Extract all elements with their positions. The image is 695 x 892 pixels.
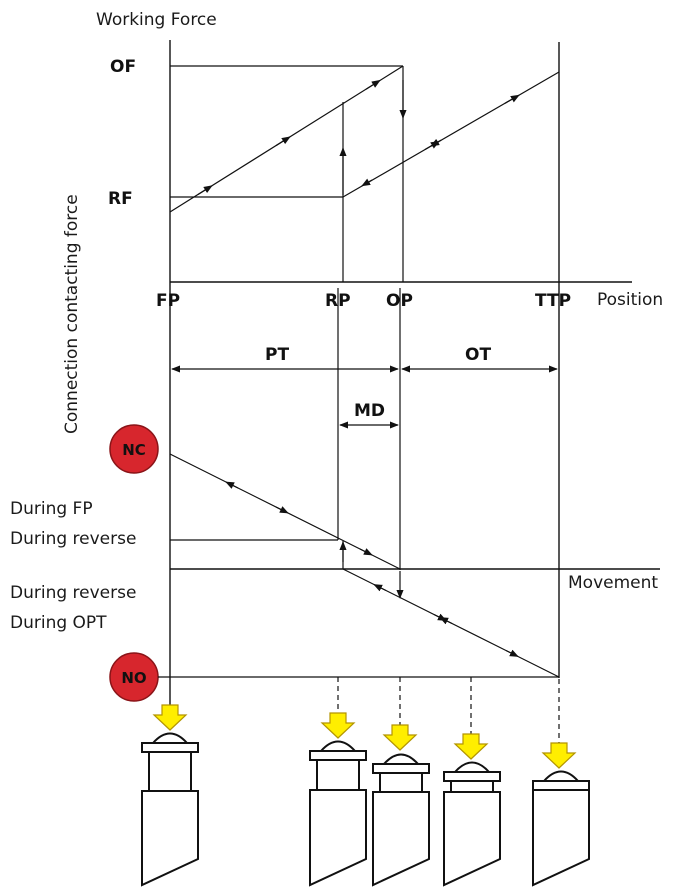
push-arrows [152, 704, 577, 769]
travel-dimensions: PT OT MD [171, 288, 558, 570]
of-label: OF [110, 57, 136, 77]
switch-plunger-rp [309, 740, 367, 887]
no-arrow-1 [373, 583, 387, 592]
nc-arrow-2 [275, 506, 289, 514]
push-arrow-icon [453, 733, 489, 760]
curve-arrow-2 [275, 136, 291, 147]
during-fp-label: During FP [10, 499, 93, 519]
no-label: NO [121, 669, 146, 687]
y-axis-label: Connection contacting force [62, 194, 82, 434]
overtravel-curve [342, 71, 560, 198]
switch-plunger-op [372, 753, 430, 887]
switch-plunger-ttp [532, 770, 590, 887]
working-force-label: Working Force [96, 10, 217, 30]
no-arrow-4 [505, 649, 519, 658]
push-arrow-icon [152, 704, 188, 731]
nc-circle [109, 424, 159, 474]
overtravel-arrow-1 [361, 178, 373, 187]
fp-label: FP [156, 291, 180, 311]
push-arrow-icon [320, 712, 356, 739]
overtravel-arrow-4 [504, 94, 520, 104]
rf-label: RF [108, 189, 133, 209]
contact-diagram: NC NO During FP During reverse During re… [10, 424, 660, 744]
curve-arrow-3 [365, 79, 381, 90]
no-arrow-3 [439, 616, 453, 625]
nc-arrow-1 [225, 481, 239, 489]
during-reverse-label-2: During reverse [10, 583, 136, 603]
curve-arrow-1 [197, 185, 213, 196]
pt-label: PT [265, 345, 289, 365]
switch-plunger-fp [141, 732, 199, 887]
push-arrow-icon [382, 724, 418, 751]
nc-arrow-3 [359, 548, 373, 556]
switch-plunger-mid [443, 761, 501, 887]
ot-label: OT [465, 345, 491, 365]
position-label: Position [597, 290, 663, 310]
force-graph: Working Force OF RF Connection contactin… [62, 10, 663, 720]
during-reverse-label-1: During reverse [10, 529, 136, 549]
movement-label: Movement [568, 573, 658, 593]
overtravel-arrow-3 [430, 138, 442, 147]
during-opt-label: During OPT [10, 613, 107, 633]
md-label: MD [354, 401, 385, 421]
ttp-label: TTP [535, 291, 571, 311]
nc-label: NC [122, 441, 146, 459]
push-arrow-icon [541, 742, 577, 769]
